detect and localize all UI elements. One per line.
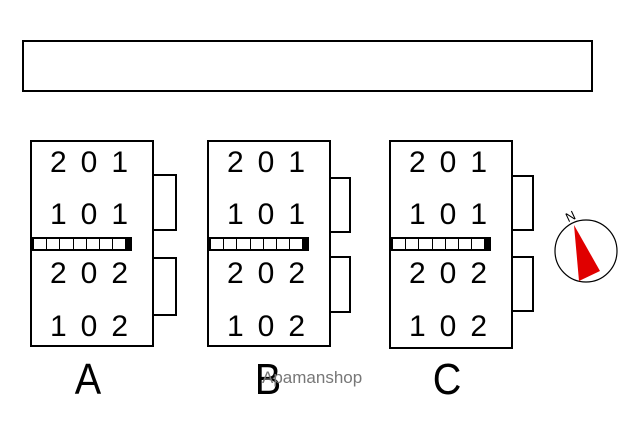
building-c: 201 101 202 102 [389, 140, 513, 349]
unit-202: 202 [226, 257, 320, 290]
unit-101: 101 [408, 198, 502, 231]
annex-a-lower [153, 257, 177, 316]
building-label-b: B [254, 355, 282, 404]
annex-b-upper [330, 177, 351, 233]
annex-c-lower [512, 256, 534, 312]
unit-202: 202 [49, 257, 143, 290]
unit-101: 101 [226, 198, 320, 231]
unit-201: 201 [49, 146, 143, 179]
building-b: 201 101 202 102 [207, 140, 331, 347]
corridor-strip [391, 237, 491, 251]
watermark: Apamanshop [262, 368, 363, 387]
unit-201: 201 [408, 146, 502, 179]
corridor-strip [209, 237, 309, 251]
unit-101: 101 [49, 198, 143, 231]
unit-201: 201 [226, 146, 320, 179]
building-label-c: C [432, 355, 462, 404]
corridor-strip [32, 237, 132, 251]
unit-102: 102 [408, 310, 502, 343]
title-box [22, 40, 593, 92]
unit-202: 202 [408, 257, 502, 290]
compass-needle [574, 225, 600, 281]
annex-b-lower [330, 256, 351, 313]
unit-102: 102 [226, 310, 320, 343]
compass-icon: N [554, 207, 618, 283]
unit-102: 102 [49, 310, 143, 343]
building-label-a: A [74, 355, 102, 404]
building-a: 201 101 202 102 [30, 140, 154, 347]
annex-a-upper [153, 174, 177, 231]
annex-c-upper [512, 175, 534, 231]
